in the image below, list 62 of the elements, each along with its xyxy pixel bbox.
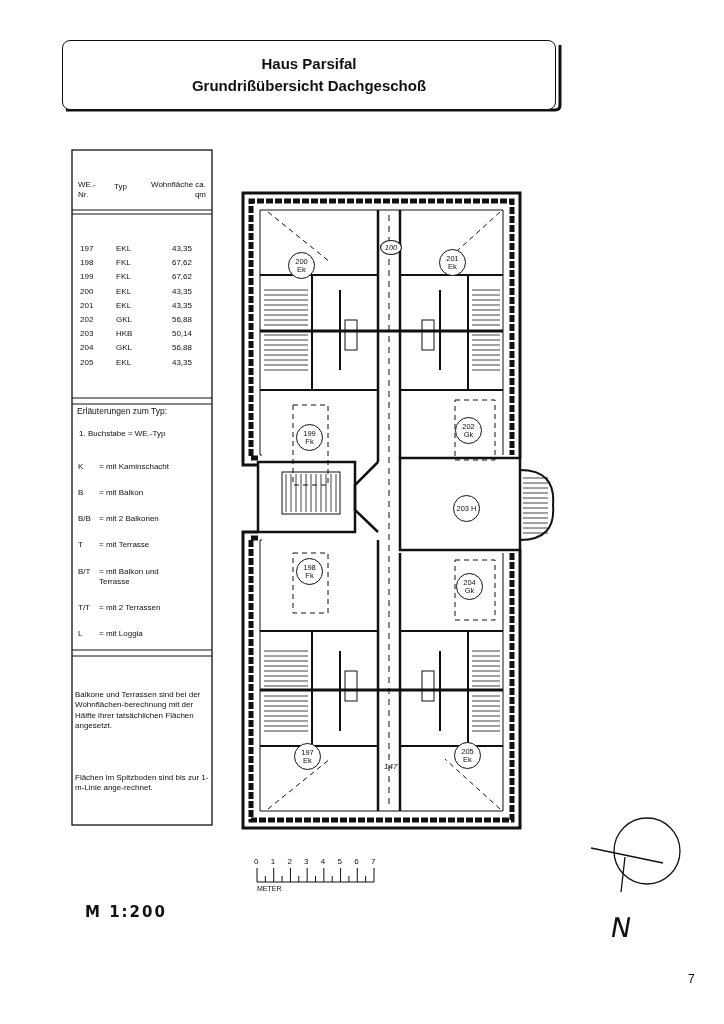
table-cell: FKL <box>116 272 131 283</box>
corridor-number: 147 <box>384 762 398 773</box>
column-header: WE.- Nr. <box>78 180 97 201</box>
type-description: = mit Terrasse <box>99 540 150 551</box>
type-code: K <box>78 462 84 473</box>
scale-number: 2 <box>287 857 292 868</box>
table-cell-text: 43,35 <box>170 244 192 255</box>
column-header: Typ <box>114 182 127 193</box>
scale-number: 1 <box>270 857 276 868</box>
type-code: B <box>78 488 84 499</box>
note-text: Balkone und Terrassen sind bei der Wohnflächen-berechnung mit der Hälfte ihrer tatsächlichen Flächen angesetzt. <box>75 690 202 732</box>
type-code: T/T <box>78 603 90 614</box>
scale-number: 3 <box>304 857 309 868</box>
table-cell: 204 <box>80 343 94 354</box>
type-description: = mit Loggia <box>99 629 143 640</box>
table-cell: 203 <box>80 329 94 340</box>
table-cell: EKL <box>116 244 132 255</box>
table-cell: EKL <box>116 300 132 312</box>
table-cell-text: 43,35 <box>170 286 192 297</box>
column-header: Wohnfläche ca. qm <box>150 180 206 201</box>
table-cell-text: 50,14 <box>170 329 192 340</box>
table-cell: 201 <box>80 300 94 312</box>
table-cell: 199 <box>80 272 94 283</box>
title-text: Haus Parsifal <box>261 54 357 74</box>
table-cell-text: 56,88 <box>170 315 192 326</box>
type-description: = mit 2 Balkonen <box>99 514 159 525</box>
page-number: 7 <box>688 972 695 988</box>
type-code: T <box>78 540 83 551</box>
scale-number: 0 <box>254 857 259 868</box>
type-code: L <box>78 629 83 640</box>
scale-ratio: M 1:200 <box>85 903 167 923</box>
table-cell-text: 67,62 <box>170 272 192 283</box>
scale-number: 7 <box>370 857 376 868</box>
legend-text: 1. Buchstabe = WE.-Typ <box>79 429 166 440</box>
type-description: = mit Balkon und Terrasse <box>99 567 160 588</box>
table-cell-text: 43,35 <box>170 357 192 368</box>
type-code: B/T <box>78 567 91 578</box>
note-text: Flächen im Spitzboden sind bis zur 1-m-Linie ange-rechnet. <box>75 773 209 794</box>
table-cell-text: 67,62 <box>170 258 192 269</box>
type-description: = mit Kaminschacht <box>99 462 170 473</box>
title-text: Grundrißübersicht Dachgeschoß <box>191 76 427 96</box>
type-description: = mit Balkon <box>99 488 144 499</box>
table-cell: 198 <box>80 258 94 269</box>
table-cell: 205 <box>80 357 94 368</box>
table-cell: 202 <box>80 315 94 326</box>
scale-number: 5 <box>337 857 342 868</box>
table-cell-text: 56,88 <box>170 343 192 354</box>
table-cell: 197 <box>80 244 94 255</box>
scale-number: 6 <box>354 857 359 868</box>
table-cell: FKL <box>116 258 131 269</box>
table-cell: EKL <box>116 286 132 297</box>
north-label: N <box>607 911 635 945</box>
scale-number: 4 <box>320 857 326 868</box>
type-description: = mit 2 Terrassen <box>99 603 161 614</box>
table-cell: 200 <box>80 286 94 297</box>
table-cell-text: 43,35 <box>170 300 192 312</box>
table-cell: HKB <box>116 329 133 340</box>
table-cell: GKL <box>116 343 132 354</box>
section-heading: Erläuterungen zum Typ: <box>77 406 168 418</box>
table-cell: EKL <box>116 357 132 368</box>
table-cell: GKL <box>116 315 132 326</box>
type-code: B/B <box>78 514 91 525</box>
